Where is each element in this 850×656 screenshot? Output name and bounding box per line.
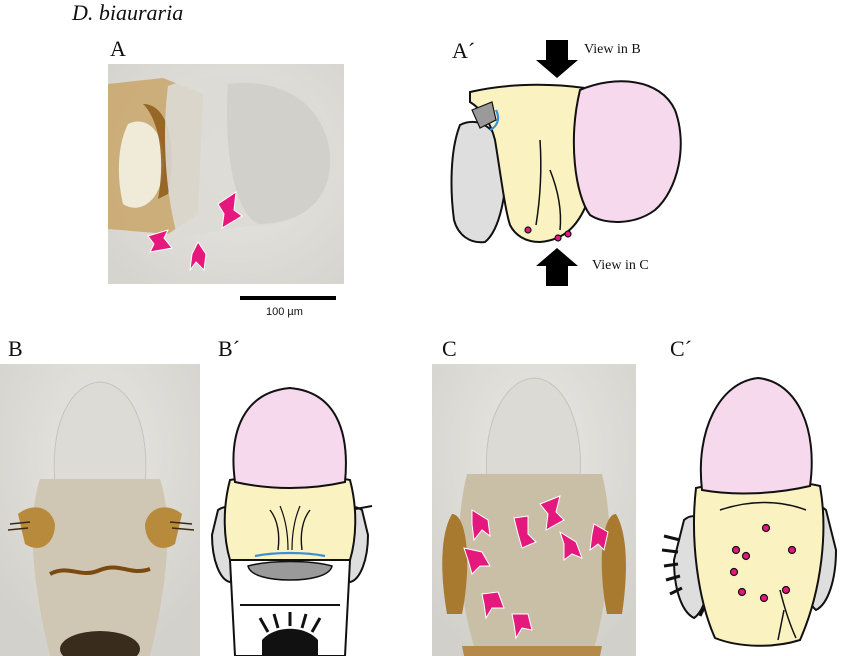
view-arrow-c-icon xyxy=(536,248,578,286)
panel-label-a-prime: A´ xyxy=(452,38,476,63)
drawing-b-prime xyxy=(200,370,380,656)
panel-label-b: B xyxy=(8,336,23,361)
view-in-b-label: View in B xyxy=(584,42,641,57)
scale-bar-label: 100 µm xyxy=(266,306,303,318)
panel-label-c-prime: C´ xyxy=(670,336,692,361)
species-title: D. biauraria xyxy=(72,0,184,25)
view-arrow-b-icon xyxy=(536,40,578,78)
photo-c xyxy=(432,364,636,656)
view-in-c-label: View in C xyxy=(592,258,649,273)
photo-b xyxy=(0,364,200,656)
panel-label-c: C xyxy=(442,336,457,361)
drawing-a-prime xyxy=(440,30,700,290)
panel-label-a: A xyxy=(110,36,126,61)
photo-a xyxy=(108,64,344,284)
drawing-c-prime xyxy=(660,360,850,656)
panel-label-b-prime: B´ xyxy=(218,336,240,361)
scale-bar xyxy=(240,296,336,300)
